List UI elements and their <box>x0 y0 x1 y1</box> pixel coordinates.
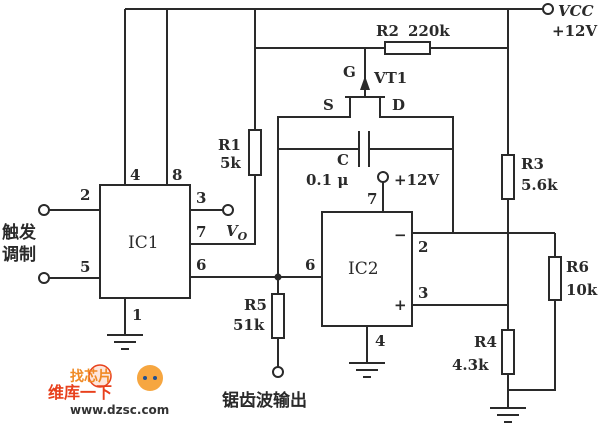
r3-value: 5.6k <box>521 176 558 194</box>
ic1-label: IC1 <box>128 233 159 253</box>
r4-resistor <box>501 329 515 375</box>
vo-terminal[interactable] <box>222 204 234 216</box>
r3-resistor <box>501 154 515 200</box>
ic1-pin-8: 8 <box>172 166 182 184</box>
cap-value: 0.1 μ <box>306 171 348 189</box>
ic2-supply-label: +12V <box>394 171 439 189</box>
r6-bottom-wire <box>508 300 556 391</box>
r6-name: R6 <box>566 258 589 276</box>
vt1-drain-label: D <box>392 96 405 114</box>
vt1-source-wire <box>277 97 351 277</box>
watermark-line1: 找芯片 <box>70 368 112 385</box>
ground-icon <box>349 326 385 378</box>
vt1-arrow <box>360 76 370 90</box>
ground-icon <box>107 298 143 350</box>
input-modulate-terminal[interactable] <box>38 272 50 284</box>
ic1-pin-5: 5 <box>80 258 90 276</box>
watermark-logo <box>88 364 163 391</box>
vcc-value: +12V <box>552 22 597 40</box>
ic1-pin-6: 6 <box>196 256 206 274</box>
r1-name: R1 <box>218 136 241 154</box>
ic2-pin-7: 7 <box>367 190 377 208</box>
r1-resistor <box>248 129 262 176</box>
sawtooth-output-label: 锯齿波输出 <box>222 390 307 411</box>
r5-name: R5 <box>244 296 267 314</box>
input-label-trigger: 触发 <box>1 222 37 243</box>
ic2-pin-4: 4 <box>375 332 385 350</box>
input-label-modulate: 调制 <box>2 244 36 265</box>
ic2-label: IC2 <box>348 259 379 279</box>
vcc-label: VCC <box>558 2 594 20</box>
input-trigger-terminal[interactable] <box>38 204 50 216</box>
cap-name: C <box>337 151 349 169</box>
ground-icon <box>490 407 526 423</box>
vcc-terminal <box>542 3 554 15</box>
ic2-plus: + <box>394 296 407 314</box>
r6-value: 10k <box>566 281 598 299</box>
ic2-box <box>321 211 413 327</box>
ic1-pin7-wire <box>190 175 256 245</box>
vo-label: VO <box>226 222 248 243</box>
r3-name: R3 <box>521 155 544 173</box>
r1-value: 5k <box>220 154 241 172</box>
mascot-icon <box>137 365 163 391</box>
ic1-pin-3: 3 <box>196 189 206 207</box>
watermark-badge-icon <box>88 364 112 388</box>
sawtooth-output-terminal[interactable] <box>272 366 284 378</box>
r2-value: 220k <box>408 22 450 40</box>
watermark-url: www.dzsc.com <box>70 403 169 417</box>
vt1-drain-wire <box>379 97 454 233</box>
ic1-pin-4: 4 <box>130 166 140 184</box>
r5-resistor <box>271 293 285 339</box>
ic1-pin-2: 2 <box>80 186 90 204</box>
r2-name: R2 <box>376 22 399 40</box>
r6-resistor <box>548 256 562 301</box>
vt1-source-label: S <box>323 96 334 114</box>
ic1-pin-1: 1 <box>132 306 142 324</box>
r5-value: 51k <box>233 316 265 334</box>
vt1-name: VT1 <box>373 69 407 87</box>
ic2-supply-terminal <box>377 171 389 183</box>
ic2-pin-6: 6 <box>305 256 315 274</box>
vt1-gate-label: G <box>343 63 356 81</box>
r4-name: R4 <box>474 333 497 351</box>
ic2-pin-2: 2 <box>418 238 428 256</box>
ic1-box <box>99 184 191 299</box>
ic1-pin-7: 7 <box>196 223 206 241</box>
r2-resistor <box>384 41 431 55</box>
ic2-minus: − <box>394 226 407 244</box>
r4-value: 4.3k <box>452 356 489 374</box>
watermark-line2: 维库一下 <box>48 383 112 402</box>
ic2-pin-3: 3 <box>418 284 428 302</box>
vcc-rail <box>125 3 554 15</box>
